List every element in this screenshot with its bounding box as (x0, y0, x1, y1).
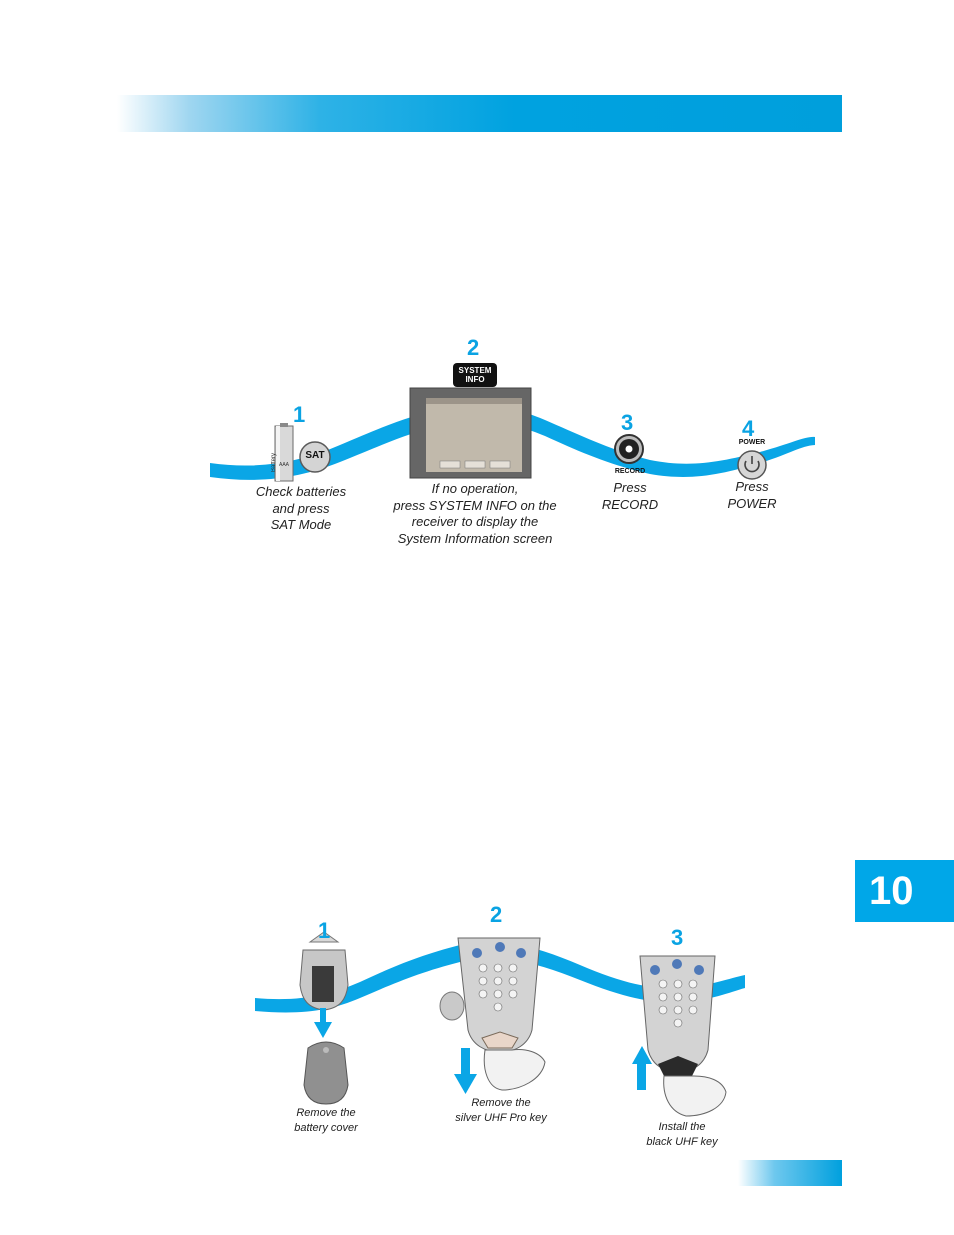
arrow-up-icon (632, 1046, 652, 1090)
system-info-button-label: SYSTEM INFO (458, 366, 492, 384)
sat-button-label: SAT (305, 450, 325, 461)
silver-key-icon (439, 991, 465, 1021)
power-button-icon (737, 450, 767, 480)
bottom-step-1-caption: Remove the battery cover (294, 1107, 358, 1134)
bottom-step-1-number: 1 (318, 918, 331, 943)
step-3-caption: Press RECORD (601, 480, 659, 512)
bottom-wave (255, 941, 745, 1013)
bottom-step-2-caption: Remove the silver UHF Pro key (455, 1097, 547, 1124)
arrow-down-icon (314, 1008, 332, 1038)
step-2-caption: If no operation, press SYSTEM INFO on th… (393, 481, 557, 546)
system-info-button-icon (453, 363, 497, 387)
step-3-number: 3 (621, 410, 634, 435)
hand-icon-2 (663, 1075, 727, 1117)
remote-back-icon (299, 931, 349, 1011)
bottom-step-2-number: 2 (490, 902, 503, 927)
header-bar (117, 95, 842, 132)
bottom-step-3-caption: Install the black UHF key (646, 1121, 718, 1148)
step-4-number: 4 (742, 416, 755, 441)
black-key-icon (658, 1056, 698, 1076)
remote-front-icon-2 (639, 955, 716, 1073)
system-info-screen-icon (409, 387, 532, 479)
footer-bar (738, 1160, 842, 1186)
step-1-caption: Check batteries and press SAT Mode (255, 484, 347, 532)
sat-button-icon (299, 441, 331, 473)
battery-cover-icon (303, 1041, 349, 1105)
hand-icon (483, 1049, 546, 1091)
step-4-caption: Press POWER (727, 479, 777, 511)
record-button-label: RECORD (614, 468, 646, 475)
power-button-label: POWER (738, 439, 766, 446)
bottom-step-3-number: 3 (671, 925, 684, 950)
arrow-down-icon-2 (454, 1048, 477, 1094)
battery-icon (274, 423, 294, 482)
chapter-tab: 10 (855, 860, 954, 922)
battery-size-label: AAA (279, 462, 290, 468)
step-2-number: 2 (467, 335, 480, 360)
step-1-number: 1 (293, 402, 306, 427)
record-button-icon (614, 434, 644, 464)
remote-front-icon (457, 937, 541, 1053)
